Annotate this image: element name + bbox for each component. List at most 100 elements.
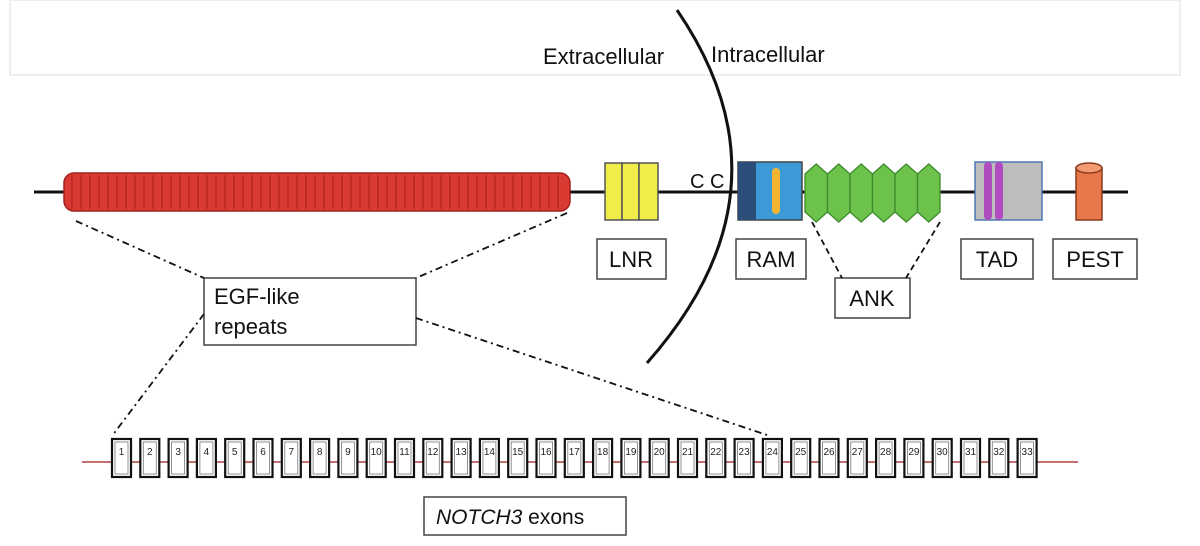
- exon-box-30: [931, 437, 953, 479]
- exon-number: 7: [289, 447, 295, 458]
- exon-box-28: [874, 437, 897, 479]
- exon-box-7: [280, 437, 302, 479]
- exon-number: 17: [569, 447, 581, 458]
- exon-box-20: [648, 437, 670, 479]
- ank-repeat-5: [894, 163, 919, 223]
- exon-box-29: [903, 437, 925, 479]
- exons-label-box: NOTCH3 exons: [423, 496, 627, 536]
- tad-label-box: TAD: [960, 238, 1034, 280]
- exon-box-8: [309, 437, 331, 479]
- exon-number: 33: [1022, 447, 1034, 458]
- egf-repeats-bar: [63, 172, 571, 212]
- ank-label: ANK: [849, 286, 895, 311]
- exon-box-inner: [793, 441, 808, 475]
- ank-repeat-1: [804, 163, 829, 223]
- exon-number: 32: [993, 447, 1005, 458]
- exon-box-18: [591, 437, 614, 479]
- exons-label: NOTCH3 exons: [436, 506, 584, 529]
- exon-box-1: [110, 437, 133, 479]
- lnr-block-2: [621, 162, 640, 221]
- exon-number: 9: [345, 447, 351, 458]
- cell-membrane: [645, 9, 734, 364]
- lnr-label: LNR: [609, 247, 653, 272]
- exon-number: 29: [908, 447, 920, 458]
- exon-box-inner: [680, 441, 695, 475]
- exon-box-6: [252, 437, 274, 479]
- exon-box-inner: [935, 441, 950, 475]
- top-watermark: [9, 0, 1181, 76]
- exon-box-inner: [482, 441, 497, 475]
- cc-label: C C: [690, 171, 724, 193]
- exon-box-14: [478, 437, 500, 479]
- exon-box-inner: [199, 441, 214, 475]
- tad-domain: [974, 161, 1043, 221]
- exon-box-inner: [284, 441, 299, 475]
- exon-box-inner: [397, 441, 412, 475]
- tad-label: TAD: [976, 247, 1018, 272]
- exon-box-33: [1016, 437, 1038, 479]
- extracellular-label: Extracellular: [543, 44, 664, 69]
- exon-number: 13: [456, 447, 468, 458]
- egf-repeats-domain: [63, 172, 571, 212]
- exon-number: 11: [399, 447, 410, 458]
- exon-box-23: [733, 437, 755, 479]
- exon-number: 2: [147, 447, 153, 458]
- ram-label-box: RAM: [735, 238, 807, 280]
- exon-number: 22: [710, 447, 722, 458]
- exon-box-inner: [765, 441, 780, 475]
- exon-box-9: [337, 437, 359, 479]
- exon-box-19: [620, 437, 642, 479]
- exon-box-inner: [737, 441, 751, 475]
- ram-accent: [772, 168, 780, 214]
- exon-box-inner: [510, 441, 525, 475]
- intracellular-label: Intracellular: [711, 42, 825, 67]
- exon-number: 23: [739, 447, 751, 458]
- exon-box-15: [507, 437, 529, 479]
- exon-number: 15: [512, 447, 524, 458]
- ram-dark-band: [738, 162, 756, 220]
- exon-number: 1: [119, 447, 125, 458]
- egf-label-line2: repeats: [214, 314, 287, 339]
- exon-box-27: [846, 437, 868, 479]
- exon-number: 30: [937, 447, 949, 458]
- exon-box-inner: [256, 441, 270, 475]
- ank-repeat-3: [849, 163, 874, 223]
- exon-box-inner: [227, 441, 242, 475]
- exon-number: 24: [767, 447, 779, 458]
- exon-box-31: [959, 437, 982, 479]
- exon-box-inner: [114, 441, 129, 475]
- exon-box-11: [393, 437, 416, 479]
- exon-box-inner: [624, 441, 638, 475]
- exon-box-inner: [425, 441, 440, 475]
- exon-box-inner: [652, 441, 667, 475]
- exon-number: 3: [175, 447, 181, 458]
- exon-number: 28: [880, 447, 892, 458]
- ram-domain: [737, 161, 803, 221]
- exon-number: 21: [682, 447, 694, 458]
- lnr-label-box: LNR: [596, 238, 667, 280]
- exon-number: 27: [852, 447, 864, 458]
- ank-label-box: ANK: [834, 277, 911, 319]
- tad-accent-2: [995, 162, 1003, 220]
- exon-number: 25: [795, 447, 807, 458]
- exon-box-inner: [312, 441, 327, 475]
- exon-number: 31: [965, 447, 977, 458]
- exon-box-10: [365, 437, 387, 479]
- ank-connector-lines: [811, 221, 941, 279]
- exon-box-25: [790, 437, 812, 479]
- exon-box-inner: [963, 441, 978, 475]
- exon-box-22: [705, 437, 727, 479]
- exons-label-suffix: exons: [522, 506, 584, 529]
- exon-number: 16: [540, 447, 552, 458]
- exon-box-12: [422, 437, 444, 479]
- exon-box-13: [450, 437, 472, 479]
- exon-box-inner: [340, 441, 355, 475]
- egf-label-box: EGF-like repeats: [203, 277, 417, 346]
- exon-box-2: [139, 437, 161, 479]
- exon-number: 19: [625, 447, 637, 458]
- exon-box-inner: [991, 441, 1006, 475]
- exon-number: 5: [232, 447, 238, 458]
- exon-box-inner: [142, 441, 157, 475]
- egf-zoom-lines: [75, 212, 771, 437]
